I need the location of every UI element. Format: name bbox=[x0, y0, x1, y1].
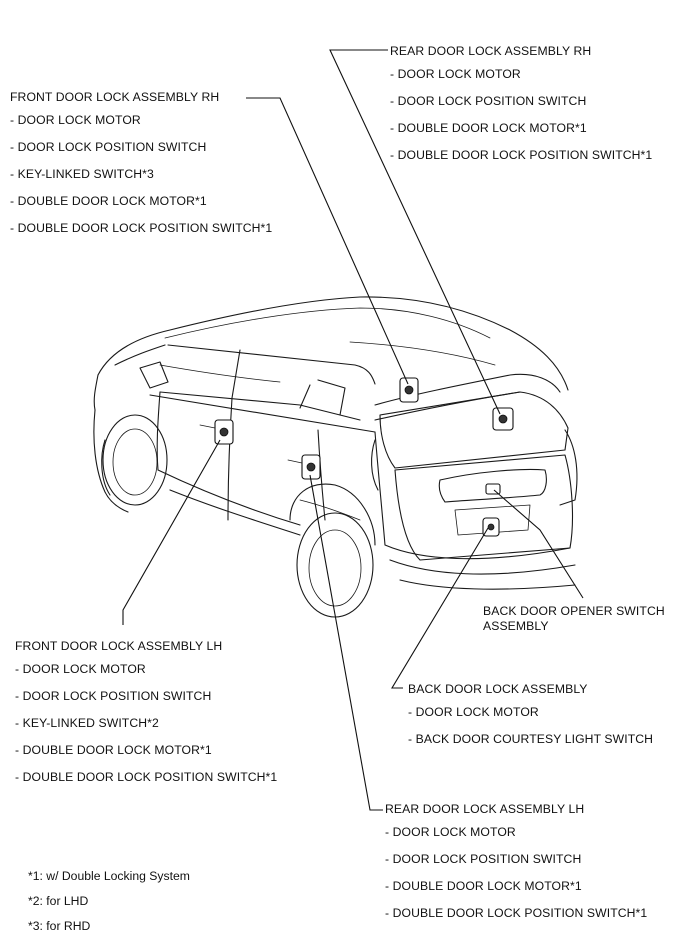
front-lh-lock bbox=[199, 419, 234, 445]
rear-rh-item: - DOUBLE DOOR LOCK POSITION SWITCH*1 bbox=[390, 148, 653, 162]
leader-lines bbox=[122, 49, 584, 811]
front-rh-item: - DOUBLE DOOR LOCK MOTOR*1 bbox=[10, 194, 207, 208]
front-lh-item: - DOUBLE DOOR LOCK POSITION SWITCH*1 bbox=[15, 770, 278, 784]
rear-rh-lock bbox=[492, 407, 514, 431]
back-door-item: - DOOR LOCK MOTOR bbox=[408, 705, 539, 719]
rear-lh-item: - DOUBLE DOOR LOCK POSITION SWITCH*1 bbox=[385, 906, 648, 920]
front-lh-title: FRONT DOOR LOCK ASSEMBLY LH bbox=[15, 639, 223, 653]
back-door-lock bbox=[482, 517, 500, 537]
front-rh-lock bbox=[399, 377, 419, 403]
rear-rh-title: REAR DOOR LOCK ASSEMBLY RH bbox=[390, 44, 592, 58]
front-rh-item: - DOUBLE DOOR LOCK POSITION SWITCH*1 bbox=[10, 221, 273, 235]
rear-rh-item: - DOUBLE DOOR LOCK MOTOR*1 bbox=[390, 121, 587, 135]
front-rh-title: FRONT DOOR LOCK ASSEMBLY RH bbox=[10, 90, 220, 104]
rear-lh-title: REAR DOOR LOCK ASSEMBLY LH bbox=[385, 802, 585, 816]
footnote: *1: w/ Double Locking System bbox=[28, 869, 190, 883]
callout-back-opener: BACK DOOR OPENER SWITCH ASSEMBLY bbox=[483, 604, 683, 643]
back-door-item: - BACK DOOR COURTESY LIGHT SWITCH bbox=[408, 732, 654, 746]
front-lh-item: - KEY-LINKED SWITCH*2 bbox=[15, 716, 159, 730]
front-rh-item: - KEY-LINKED SWITCH*3 bbox=[10, 167, 154, 181]
front-rh-item: - DOOR LOCK POSITION SWITCH bbox=[10, 140, 207, 154]
front-lh-item: - DOOR LOCK POSITION SWITCH bbox=[15, 689, 212, 703]
car-outline bbox=[93, 296, 578, 618]
rear-rh-item: - DOOR LOCK MOTOR bbox=[390, 67, 521, 81]
back-opener-switch bbox=[485, 483, 501, 495]
callout-rear-rh: REAR DOOR LOCK ASSEMBLY RH - DOOR LOCK M… bbox=[390, 44, 652, 175]
callout-front-lh: FRONT DOOR LOCK ASSEMBLY LH - DOOR LOCK … bbox=[15, 639, 277, 797]
front-rh-item: - DOOR LOCK MOTOR bbox=[10, 113, 141, 127]
callout-back-door: BACK DOOR LOCK ASSEMBLY - DOOR LOCK MOTO… bbox=[408, 682, 653, 759]
footnote: *3: for RHD bbox=[28, 919, 91, 933]
front-lh-item: - DOOR LOCK MOTOR bbox=[15, 662, 146, 676]
callout-rear-lh: REAR DOOR LOCK ASSEMBLY LH - DOOR LOCK M… bbox=[385, 802, 647, 933]
rear-lh-item: - DOOR LOCK MOTOR bbox=[385, 825, 516, 839]
rear-lh-lock bbox=[287, 454, 321, 480]
back-door-title: BACK DOOR LOCK ASSEMBLY bbox=[408, 682, 588, 696]
rear-rh-item: - DOOR LOCK POSITION SWITCH bbox=[390, 94, 587, 108]
footnote: *2: for LHD bbox=[28, 894, 89, 908]
front-lh-item: - DOUBLE DOOR LOCK MOTOR*1 bbox=[15, 743, 212, 757]
back-opener-title: BACK DOOR OPENER SWITCH ASSEMBLY bbox=[483, 604, 665, 633]
rear-lh-item: - DOUBLE DOOR LOCK MOTOR*1 bbox=[385, 879, 582, 893]
rear-lh-item: - DOOR LOCK POSITION SWITCH bbox=[385, 852, 582, 866]
callout-front-rh: FRONT DOOR LOCK ASSEMBLY RH - DOOR LOCK … bbox=[10, 90, 272, 248]
